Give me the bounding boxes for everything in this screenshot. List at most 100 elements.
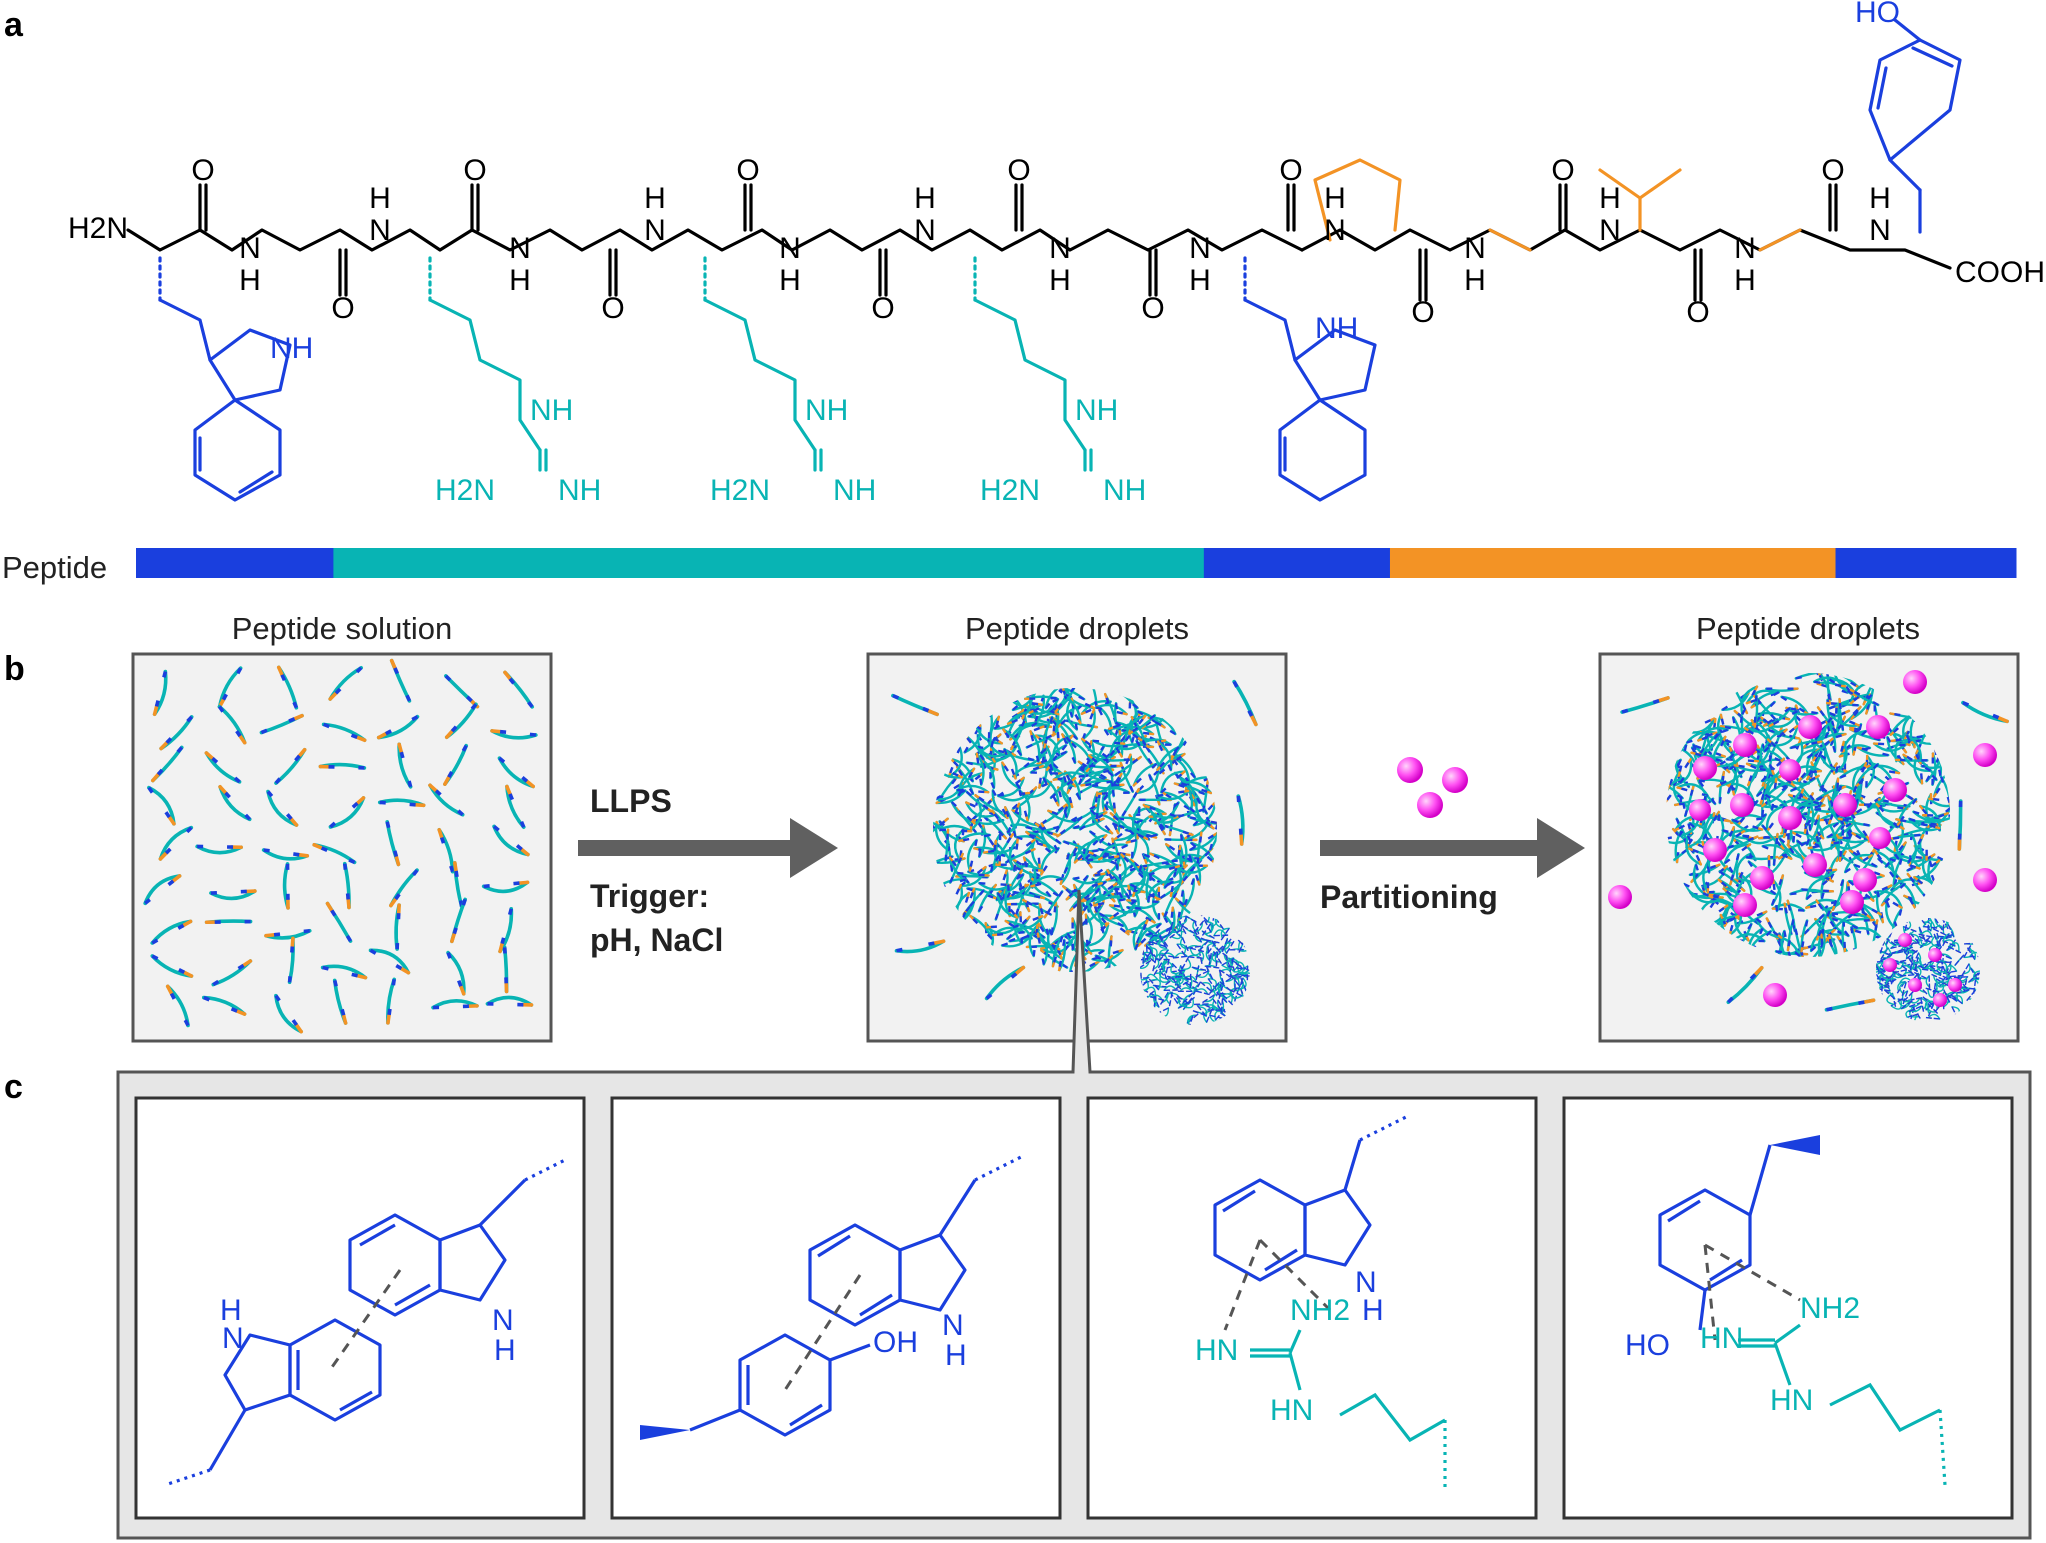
droplet-small-strand-72-aromatic-a [1167,965,1174,969]
droplet3-large-strand-129-aromatic-a [1826,833,1834,839]
cargo-sphere-16 [1883,778,1907,802]
droplet3-large-strand-351-aromatic-a [1759,927,1764,935]
peptide-chain-32-hydrophobic [312,842,325,851]
droplet-large-strand-96-aromatic-b [1207,834,1214,840]
droplet-large-strand-302-aromatic-a [1190,878,1195,886]
droplet3-small-strand-150-aromatic-a [1935,969,1942,975]
droplet-small-strand-58-aromatic-b [1207,946,1210,953]
droplet-large-strand-384 [1132,864,1146,898]
droplet3-large-strand-362-aromatic-a [1899,882,1906,889]
droplet-large-strand-94-aromatic-b [1038,777,1042,784]
droplet-small-strand-21 [1148,930,1160,941]
droplet-large-strand-294-aromatic-b [1052,725,1056,732]
droplet-large-strand-112-aromatic-a [1167,764,1173,771]
carbonyl-o-4: O [601,292,624,325]
droplet-large-strand-231-aromatic-b [1149,874,1152,881]
droplet3-large-strand-405-aromatic-a [1894,853,1900,860]
droplet3-large-strand-230-aromatic-b [1768,822,1774,829]
droplet3-small-strand-47-aromatic-a [1957,999,1963,1005]
droplet3-large-strand-411-aromatic-b [1917,838,1923,845]
droplet-large-strand-375-aromatic-a [1130,899,1137,906]
peptide-chain-34-aromatic-a [449,865,455,873]
droplet3-small-strand-147-aromatic-b [1961,970,1966,977]
droplet-large-strand-401-aromatic-a [979,778,983,785]
peptide-chain-27-hydrophobic [428,783,440,794]
droplet3-large-strand-347-aromatic-b [1827,717,1833,724]
peptide-chain-60-aromatic-b [340,1008,346,1016]
droplet-large-strand-17 [1112,819,1141,842]
dilute-chain-6-aromatic-b [1652,698,1660,705]
peptide-chain-27-aromatic-a [457,809,464,817]
peptide-chain-54-hydrophobic [398,965,411,975]
droplet3-large-strand-348-aromatic-b [1684,761,1690,769]
droplet3-small-strand-137-aromatic-b [1918,935,1925,940]
droplet-large-strand-227-aromatic-b [969,802,976,808]
droplet-large-strand-341 [1001,761,1022,790]
droplet3-large-strand-239-aromatic-b [1739,816,1746,824]
peptide-chain-45-aromatic-a [303,928,310,934]
peptide-chain-21-aromatic-a [498,756,506,764]
droplet3-small-strand-139 [1920,930,1933,938]
droplet-large-strand-280-aromatic-b [1172,891,1178,899]
droplet-large-strand-347-aromatic-b [1112,724,1120,729]
peptide-chain-24-hydrophobic [288,815,299,827]
droplet3-small-strand-108-aromatic-a [1890,946,1897,949]
droplet3-large-strand-204-aromatic-b [1698,780,1705,788]
amide-h-7: H [1049,264,1071,297]
droplet3-large-strand-343-aromatic-a [1686,835,1692,842]
peptide-chain-21-hydrophobic [523,778,535,789]
droplet-large-strand-348-aromatic-a [1155,922,1162,929]
droplet-large-strand-330-aromatic-a [1006,892,1012,899]
droplet-large-strand-395-aromatic-b [1132,726,1139,733]
droplet3-large-strand-191-aromatic-a [1839,774,1847,779]
droplet-small-strand-134-aromatic-b [1197,949,1205,953]
droplet-small-strand-106-aromatic-a [1209,1014,1216,1018]
droplet-large-strand-121-aromatic-b [1089,962,1096,968]
peptide-chain-8-aromatic-a [186,715,193,723]
droplet3-small-strand-27-aromatic-a [1904,990,1909,997]
droplet3-small-strand-111-aromatic-a [1906,946,1913,950]
droplet-small-strand-93-aromatic-b [1203,939,1209,946]
droplet-large-strand-353-aromatic-b [1108,855,1115,859]
droplet3-large-strand-300-aromatic-b [1825,868,1833,872]
droplet-large-strand-96-aromatic-a [1189,845,1196,851]
droplet3-large-strand-237-aromatic-b [1880,912,1884,919]
droplet-large-strand-94 [1038,755,1048,789]
droplet-large-strand-36-aromatic-a [1089,830,1096,836]
droplet-large-strand-383 [1124,714,1147,742]
droplet-small-strand-21-aromatic-b [1155,928,1161,935]
peptide-chain-39-hydrophobic [346,896,351,910]
droplet-small-strand-50-aromatic-b [1196,981,1202,988]
droplet3-large-strand-235 [1780,929,1792,957]
droplet-large-strand-154-aromatic-a [1081,732,1087,740]
droplet3-large-strand-330-aromatic-b [1811,741,1818,745]
droplet-large-strand-312 [1070,882,1103,895]
droplet3-large-strand-380-aromatic-b [1892,836,1900,840]
droplet-large-strand-338-aromatic-b [1018,885,1025,891]
droplet-large-strand-106 [1042,776,1060,807]
droplet-small-strand-145-aromatic-a [1184,976,1191,981]
peptide-chain-55-aromatic-a [446,952,452,959]
droplet3-small-strand-79-aromatic-b [1932,990,1936,997]
droplet-large-strand-178-aromatic-b [1173,759,1179,766]
droplet3-large-strand-352-aromatic-a [1821,928,1825,936]
peptide-chain-20-aromatic-b [447,770,454,778]
droplet3-large-strand-342-aromatic-b [1858,778,1864,785]
droplet3-large-strand-287-aromatic-a [1768,755,1773,762]
droplet-large-strand-370-aromatic-b [1125,757,1130,765]
droplet3-small-strand-25-aromatic-a [1945,955,1952,960]
peptide-chain-31-aromatic-a [263,848,270,853]
droplet3-large-strand-189-aromatic-b [1853,727,1861,732]
droplet3-large-strand-223-aromatic-b [1788,727,1795,734]
droplet-large-strand-311-aromatic-a [1078,774,1085,778]
droplet-small-strand-92-aromatic-a [1206,923,1212,930]
droplet3-large-strand-125-aromatic-a [1800,841,1807,847]
droplet3-small-strand-101-aromatic-a [1923,925,1930,928]
droplet3-large-strand-33-aromatic-a [1761,809,1765,816]
droplet3-large-strand-278 [1755,917,1783,939]
droplet3-large-strand-151-aromatic-b [1853,710,1859,717]
droplet-large-strand-312-aromatic-b [1091,883,1099,888]
droplet3-small-strand-89-aromatic-b [1932,1008,1939,1015]
droplet-large-strand-101-aromatic-b [1053,906,1057,913]
droplet3-small-strand-50 [1909,1006,1920,1018]
